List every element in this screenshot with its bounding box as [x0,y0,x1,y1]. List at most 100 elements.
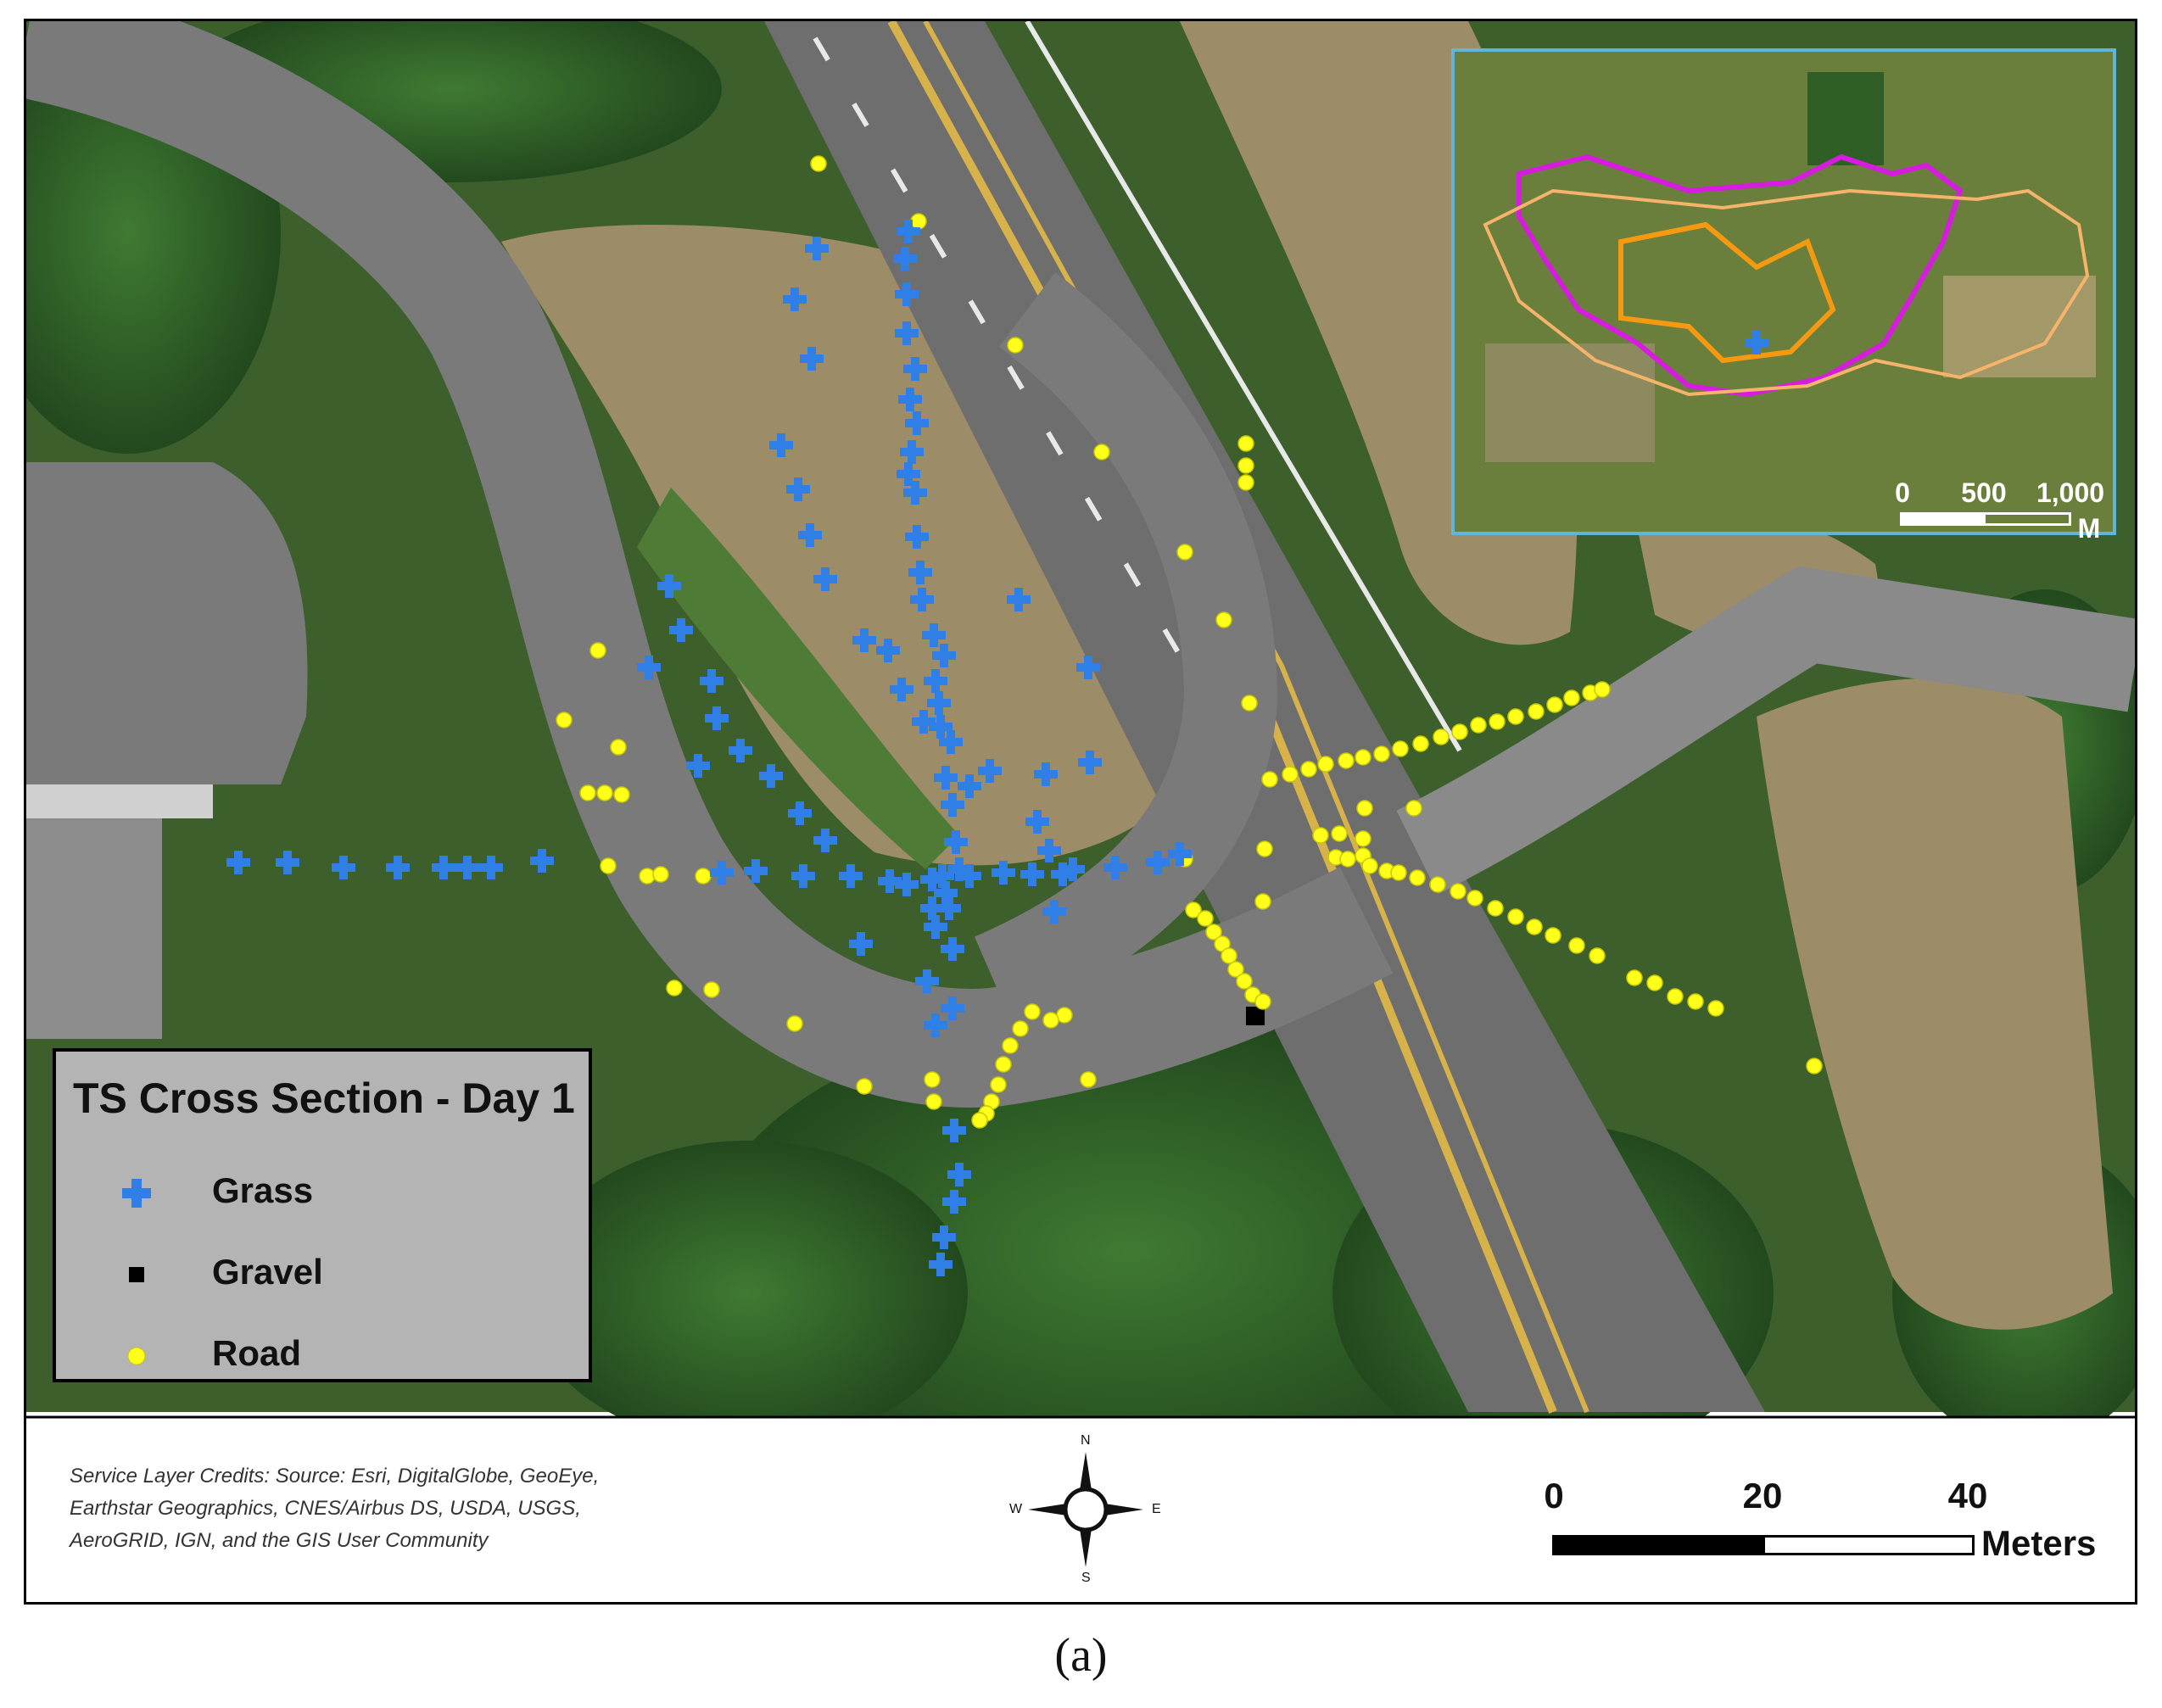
road-sample-point[interactable] [1405,800,1422,817]
grass-sample-cross-icon[interactable] [788,801,812,825]
grass-sample-cross-icon[interactable] [783,287,807,311]
road-sample-point[interactable] [1546,696,1563,713]
road-sample-point[interactable] [990,1076,1007,1093]
grass-sample-cross-icon[interactable] [941,937,964,961]
grass-sample-cross-icon[interactable] [947,1163,971,1186]
road-sample-point[interactable] [1433,728,1450,745]
road-sample-point[interactable] [1646,974,1663,991]
road-sample-point[interactable] [1042,1012,1059,1029]
road-sample-point[interactable] [1317,756,1334,773]
road-sample-point[interactable] [1409,869,1426,886]
road-sample-point[interactable] [1361,857,1378,874]
road-sample-point[interactable] [910,213,927,230]
road-sample-point[interactable] [810,155,827,172]
road-sample-point[interactable] [610,739,627,756]
grass-sample-cross-icon[interactable] [744,859,768,883]
grass-sample-cross-icon[interactable] [920,896,944,920]
road-sample-point[interactable] [1355,830,1372,847]
grass-sample-cross-icon[interactable] [924,669,947,693]
road-sample-point[interactable] [1197,910,1214,927]
grass-sample-cross-icon[interactable] [800,347,824,371]
road-sample-point[interactable] [1489,713,1506,730]
grass-sample-cross-icon[interactable] [530,849,554,873]
grass-sample-cross-icon[interactable] [922,623,946,647]
grass-sample-cross-icon[interactable] [686,754,710,778]
grass-sample-cross-icon[interactable] [479,856,503,879]
grass-sample-cross-icon[interactable] [897,462,920,486]
road-sample-point[interactable] [1356,800,1373,817]
road-sample-point[interactable] [579,784,596,801]
road-sample-point[interactable] [1012,1020,1029,1037]
grass-sample-cross-icon[interactable] [786,477,810,501]
grass-sample-cross-icon[interactable] [839,864,863,888]
road-sample-point[interactable] [1563,689,1580,706]
road-sample-point[interactable] [1526,918,1543,935]
grass-sample-cross-icon[interactable] [700,669,723,693]
grass-sample-cross-icon[interactable] [1168,842,1192,866]
road-sample-point[interactable] [556,712,573,728]
road-sample-point[interactable] [1007,337,1024,354]
grass-sample-cross-icon[interactable] [944,830,968,854]
road-sample-point[interactable] [1451,723,1468,740]
grass-sample-cross-icon[interactable] [1076,656,1100,679]
grass-sample-cross-icon[interactable] [432,856,455,879]
grass-sample-cross-icon[interactable] [657,574,681,598]
road-sample-point[interactable] [1568,937,1585,954]
road-sample-point[interactable] [1261,771,1278,788]
grass-sample-cross-icon[interactable] [637,656,661,679]
grass-sample-cross-icon[interactable] [813,567,837,591]
grass-sample-cross-icon[interactable] [1034,762,1058,786]
gravel-sample-marker[interactable] [1246,1007,1265,1025]
grass-sample-cross-icon[interactable] [878,869,902,893]
road-sample-point[interactable] [1331,825,1348,842]
grass-sample-cross-icon[interactable] [900,440,924,464]
grass-sample-cross-icon[interactable] [958,864,981,888]
grass-sample-cross-icon[interactable] [934,766,958,790]
road-sample-point[interactable] [786,1015,803,1032]
road-sample-point[interactable] [1450,883,1466,900]
road-sample-point[interactable] [1339,851,1356,868]
grass-sample-cross-icon[interactable] [912,710,936,734]
grass-sample-cross-icon[interactable] [898,388,922,411]
grass-sample-cross-icon[interactable] [1061,857,1085,881]
grass-sample-cross-icon[interactable] [791,864,815,888]
grass-sample-cross-icon[interactable] [895,282,919,306]
road-sample-point[interactable] [1176,544,1193,561]
grass-sample-cross-icon[interactable] [908,561,932,584]
grass-sample-cross-icon[interactable] [929,1253,953,1276]
road-sample-point[interactable] [1254,993,1271,1010]
road-samples[interactable] [556,155,1823,1129]
grass-sample-cross-icon[interactable] [876,639,900,662]
road-sample-point[interactable] [1282,766,1299,783]
road-sample-point[interactable] [1237,435,1254,452]
grass-sample-cross-icon[interactable] [934,881,958,905]
grass-sample-cross-icon[interactable] [992,861,1015,885]
road-sample-point[interactable] [1806,1058,1823,1074]
road-sample-point[interactable] [1024,1003,1041,1020]
grass-sample-cross-icon[interactable] [903,357,927,381]
road-sample-point[interactable] [1256,840,1273,857]
road-sample-point[interactable] [1221,947,1237,964]
road-sample-point[interactable] [1594,681,1611,698]
road-sample-point[interactable] [995,1056,1012,1073]
grass-sample-cross-icon[interactable] [941,793,964,817]
road-sample-point[interactable] [971,1112,988,1129]
road-sample-point[interactable] [600,857,617,874]
road-sample-point[interactable] [1373,745,1390,762]
grass-sample-cross-icon[interactable] [915,969,939,993]
grass-sample-cross-icon[interactable] [932,644,956,667]
grass-sample-cross-icon[interactable] [905,525,929,549]
road-sample-point[interactable] [613,786,630,803]
grass-sample-cross-icon[interactable] [893,247,917,271]
road-sample-point[interactable] [1528,703,1545,720]
road-sample-point[interactable] [1466,890,1483,907]
grass-sample-cross-icon[interactable] [927,691,951,715]
road-sample-point[interactable] [1002,1037,1019,1054]
grass-sample-cross-icon[interactable] [1037,839,1061,862]
road-sample-point[interactable] [1687,993,1704,1010]
road-sample-point[interactable] [1412,735,1429,752]
road-sample-point[interactable] [1626,969,1643,986]
grass-sample-cross-icon[interactable] [759,764,783,788]
road-sample-point[interactable] [1470,717,1487,734]
grass-sample-cross-icon[interactable] [910,588,934,611]
